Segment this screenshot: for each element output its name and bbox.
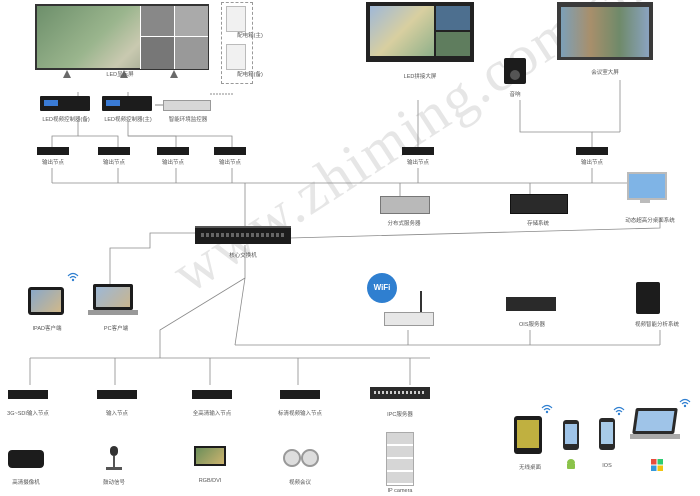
meeting-room-screen <box>557 2 653 60</box>
conference-camera-icon <box>283 449 301 467</box>
led-display-wall <box>35 4 209 70</box>
ipad-client <box>28 287 64 315</box>
distributed-server <box>380 196 430 214</box>
storage-system <box>510 194 568 214</box>
distribution-box-backup <box>226 44 246 70</box>
android-phone <box>563 420 579 450</box>
led-splice-screen <box>366 2 474 62</box>
output-node-6 <box>576 147 608 155</box>
input-node-3g-sdi <box>8 390 48 399</box>
output-node-5 <box>402 147 434 155</box>
led-controller-backup <box>40 96 90 111</box>
conference-camera-icon-2 <box>301 449 319 467</box>
ios-phone <box>599 418 615 450</box>
router-antenna <box>420 291 422 312</box>
laptop-device <box>632 408 678 434</box>
input-node-full-hd <box>192 390 232 399</box>
wifi-router <box>384 312 434 326</box>
ois-server <box>506 297 556 311</box>
input-node-std-video <box>280 390 320 399</box>
wifi-icon <box>679 398 691 408</box>
laptop-base <box>88 310 138 315</box>
wifi-badge: WiFi <box>367 273 397 303</box>
input-node <box>97 390 137 399</box>
wifi-icon <box>67 272 79 282</box>
ip-camera-stack <box>386 432 414 486</box>
core-switch <box>195 226 291 244</box>
distribution-group <box>221 2 253 84</box>
env-monitor-device <box>163 100 211 111</box>
output-node-2 <box>98 147 130 155</box>
management-monitor <box>627 172 667 200</box>
output-node-4 <box>214 147 246 155</box>
distribution-box-main <box>226 6 246 32</box>
tablet-device <box>514 416 542 454</box>
video-analysis-server <box>636 282 660 314</box>
mic-stand <box>113 456 115 468</box>
output-node-3 <box>157 147 189 155</box>
output-node-1 <box>37 147 69 155</box>
microphone-icon <box>110 446 118 456</box>
android-logo-icon <box>567 459 575 469</box>
laptop-keyboard <box>630 434 680 439</box>
speaker-icon <box>504 58 526 84</box>
wifi-icon <box>613 406 625 416</box>
led-controller-main <box>102 96 152 111</box>
monitor-stand <box>640 198 650 203</box>
mic-base <box>106 467 122 470</box>
ipc-server <box>370 387 430 399</box>
wifi-icon <box>541 404 553 414</box>
pc-client <box>93 284 133 310</box>
camcorder-icon <box>8 450 44 468</box>
windows-logo-icon <box>651 459 663 471</box>
led-wall-label: LED显示屏 <box>106 72 134 78</box>
rgb-dvi-monitor <box>194 446 226 466</box>
